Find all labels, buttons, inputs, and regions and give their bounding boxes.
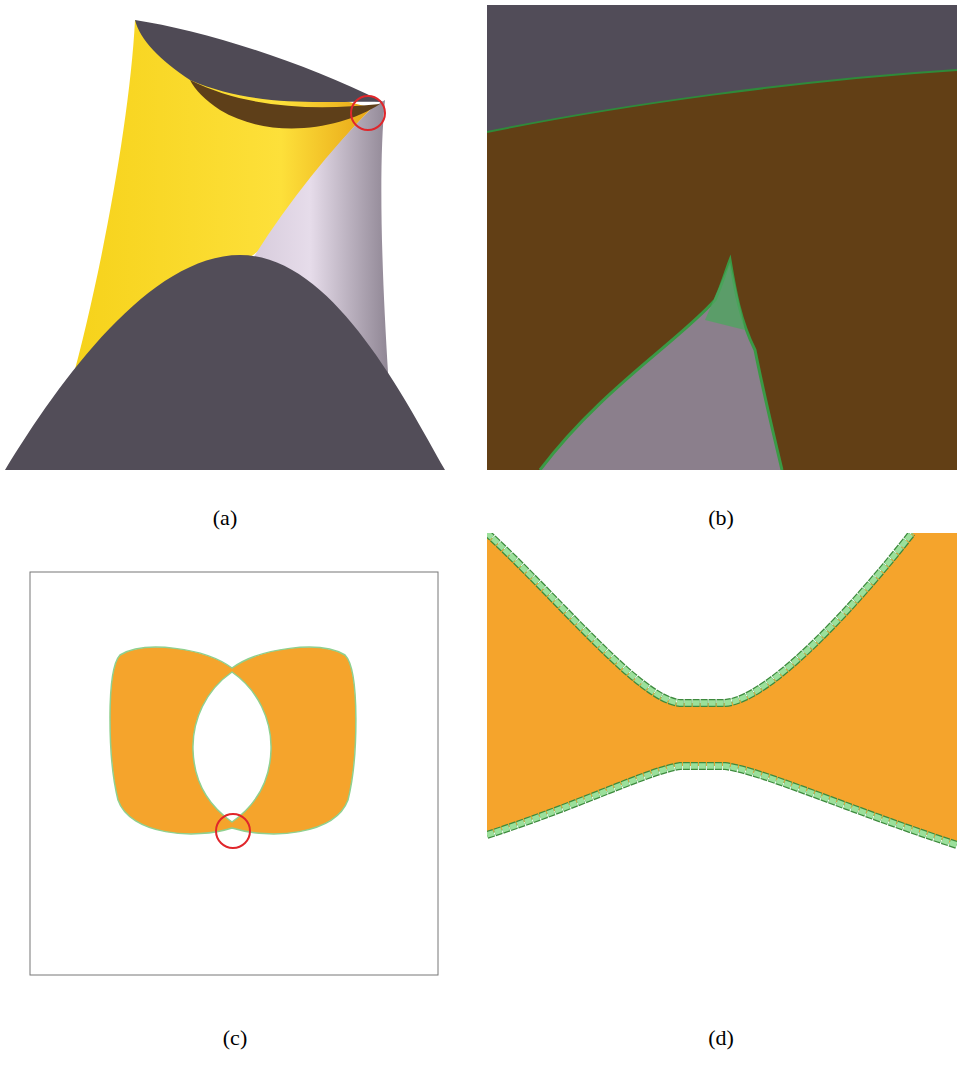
- domain-zoom: [487, 533, 957, 845]
- panel-label: (d): [708, 1025, 734, 1051]
- panel-label: (a): [213, 505, 237, 531]
- domain-plot: [30, 572, 438, 975]
- panel-label: (c): [223, 1025, 247, 1051]
- surface-render: [5, 20, 445, 470]
- panel-label: (b): [708, 505, 734, 531]
- zoom-render: [487, 5, 957, 470]
